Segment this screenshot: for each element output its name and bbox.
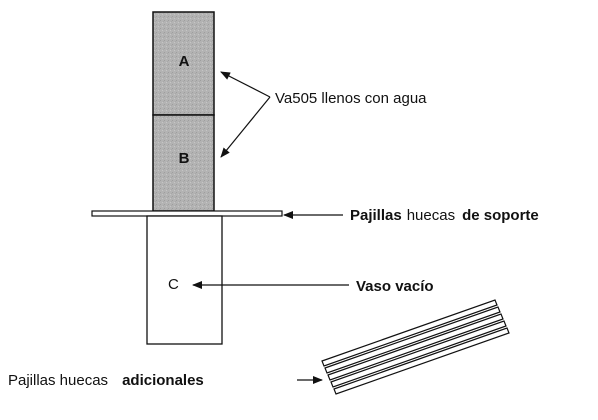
glass-b bbox=[152, 114, 215, 212]
support-straw-label-bold-2: de soporte bbox=[462, 207, 539, 224]
additional-straws bbox=[321, 299, 510, 395]
additional-straw-2 bbox=[324, 306, 501, 374]
additional-straw-1 bbox=[321, 299, 498, 367]
glass-c-label: C bbox=[168, 276, 179, 293]
filled-glasses-label: Va505 llenos con agua bbox=[275, 90, 427, 107]
additional-straws-label: Pajillas huecas adicionales bbox=[8, 372, 204, 389]
glass-a-label: A bbox=[179, 53, 190, 70]
filled-glasses-arrows bbox=[220, 71, 271, 158]
support-straw-label-bold-1: Pajillas bbox=[350, 207, 402, 224]
additional-straws-label-bold: adicionales bbox=[122, 372, 204, 389]
glass-c bbox=[146, 215, 223, 345]
glass-b-label: B bbox=[179, 150, 190, 167]
additional-straw-4 bbox=[330, 320, 507, 388]
empty-glass-label: Vaso vacío bbox=[356, 278, 434, 295]
support-straw-label: Pajillas huecas de soporte bbox=[350, 207, 539, 224]
support-straw-label-regular: huecas bbox=[407, 207, 455, 224]
additional-straw-5 bbox=[333, 327, 510, 395]
additional-straws-label-regular: Pajillas huecas bbox=[8, 372, 108, 389]
glass-a bbox=[152, 11, 215, 116]
support-straw bbox=[91, 210, 283, 217]
additional-straw-3 bbox=[327, 313, 504, 381]
